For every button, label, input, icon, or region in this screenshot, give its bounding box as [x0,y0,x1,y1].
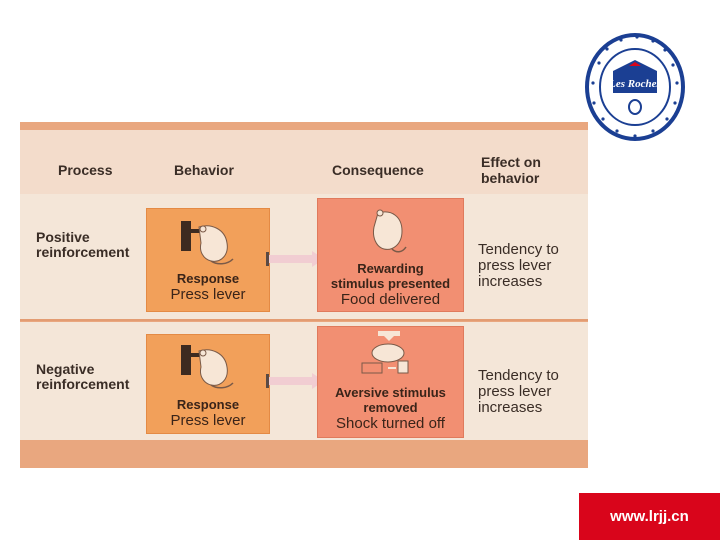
arrow-right-icon [266,251,324,267]
consequence-subtitle: stimulus presented [330,276,451,291]
row-separator [20,319,588,321]
header-effect-line1: Effect on [481,154,541,170]
row-label-line1: Positive [36,229,90,245]
consequence-detail: Shock turned off [336,415,445,432]
consequence-subtitle: removed [363,400,418,415]
header-effect: Effect on behavior [481,154,541,186]
site-watermark: www.lrjj.cn [579,493,720,540]
reinforcement-diagram: Process Behavior Consequence Effect on b… [20,122,588,468]
consequence-detail: Food delivered [340,291,441,308]
effect-line2: press lever [478,257,552,274]
response-box: Response Press lever [146,334,270,434]
consequence-box: Aversive stimulus removed Shock turned o… [317,326,464,438]
les-roches-logo: Les Roches [585,33,685,141]
row-label-line2: reinforcement [36,376,130,392]
effect-line3: increases [478,273,543,290]
shock-device-icon [361,331,409,374]
effect-text: Tendency to press lever increases [478,368,559,416]
rat-pressing-lever-icon [181,221,234,265]
row-label-positive: Positive reinforcement [36,230,129,260]
logo-brand-text: Les Roches [608,78,661,90]
response-title: Response [176,271,240,286]
effect-line1: Tendency to [478,241,559,258]
response-box: Response Press lever [146,208,270,312]
watermark-text: www.lrjj.cn [610,508,689,525]
effect-line3: increases [478,399,543,416]
response-title: Response [176,397,240,412]
logo-seal-icon: Les Roches [585,33,685,141]
row-label-line2: reinforcement [36,244,130,260]
arrow-right-icon [266,373,324,389]
rat-pressing-lever-icon [181,345,234,389]
header-band [20,130,588,194]
header-effect-line2: behavior [481,170,540,186]
effect-line2: press lever [478,383,552,400]
rat-eating-icon [373,209,407,253]
response-action: Press lever [170,286,246,303]
header-process: Process [58,162,113,178]
effect-line1: Tendency to [478,367,559,384]
consequence-box: Rewarding stimulus presented Food delive… [317,198,464,312]
effect-text: Tendency to press lever increases [478,242,559,290]
header-behavior: Behavior [174,162,234,178]
row-label-line1: Negative [36,361,95,377]
header-consequence: Consequence [332,162,424,178]
consequence-title: Aversive stimulus [335,385,446,400]
response-action: Press lever [170,412,246,429]
consequence-title: Rewarding [357,261,424,276]
row-label-negative: Negative reinforcement [36,362,129,392]
